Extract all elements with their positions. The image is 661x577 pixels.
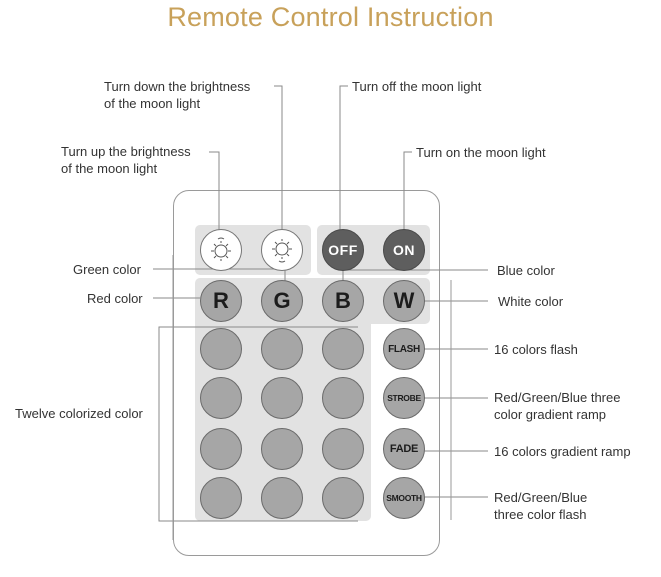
smooth-button[interactable]: SMOOTH (383, 477, 425, 519)
green-button[interactable]: G (261, 280, 303, 322)
color-grid-button[interactable] (322, 328, 364, 370)
color-grid-button[interactable] (322, 428, 364, 470)
label-green: Green color (73, 262, 141, 277)
label-smooth: Red/Green/Blue three color flash (494, 490, 588, 522)
sun-up-icon (211, 237, 231, 261)
white-button[interactable]: W (383, 280, 425, 322)
flash-button[interactable]: FLASH (383, 328, 425, 370)
label-red: Red color (87, 291, 143, 306)
color-grid-button[interactable] (261, 328, 303, 370)
off-button[interactable]: OFF (322, 229, 364, 271)
strobe-button[interactable]: STROBE (383, 377, 425, 419)
label-off: Turn off the moon light (352, 79, 482, 94)
color-grid-button[interactable] (261, 377, 303, 419)
label-strobe: Red/Green/Blue three color gradient ramp (494, 390, 621, 422)
label-fade: 16 colors gradient ramp (494, 444, 631, 459)
color-grid-button[interactable] (200, 377, 242, 419)
label-blue: Blue color (497, 263, 555, 278)
color-grid-button[interactable] (322, 377, 364, 419)
sun-down-icon (272, 239, 292, 263)
on-button[interactable]: ON (383, 229, 425, 271)
color-grid-button[interactable] (322, 477, 364, 519)
color-grid-button[interactable] (200, 477, 242, 519)
color-grid-button[interactable] (200, 328, 242, 370)
color-grid-button[interactable] (261, 428, 303, 470)
color-grid-button[interactable] (261, 477, 303, 519)
fade-button[interactable]: FADE (383, 428, 425, 470)
label-twelve: Twelve colorized color (15, 406, 143, 421)
label-flash: 16 colors flash (494, 342, 578, 357)
label-brightness-up: Turn up the brightness of the moon light (61, 144, 191, 176)
label-brightness-down: Turn down the brightness of the moon lig… (104, 79, 251, 111)
brightness-down-button[interactable] (261, 229, 303, 271)
blue-button[interactable]: B (322, 280, 364, 322)
color-grid-button[interactable] (200, 428, 242, 470)
brightness-up-button[interactable] (200, 229, 242, 271)
label-on: Turn on the moon light (416, 145, 546, 160)
label-white: White color (498, 294, 564, 309)
red-button[interactable]: R (200, 280, 242, 322)
page-title: Remote Control Instruction (167, 2, 494, 32)
